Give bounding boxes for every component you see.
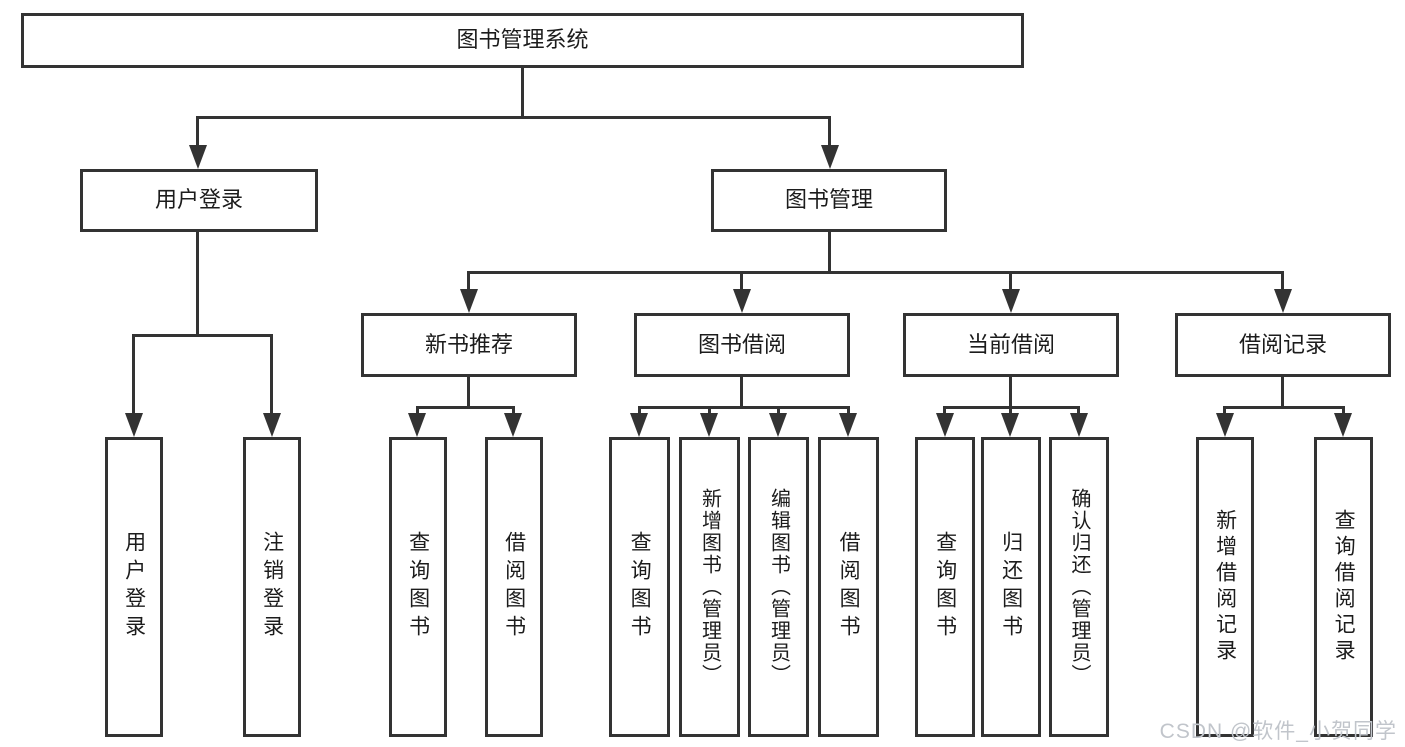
connector-line — [1077, 406, 1080, 417]
connector-line — [196, 232, 199, 335]
connector-line — [467, 271, 1284, 274]
connector-line — [1342, 406, 1345, 417]
arrow-down-icon — [839, 413, 857, 437]
arrow-down-icon — [504, 413, 522, 437]
connector-line — [467, 377, 470, 407]
node-label: 查询图书 — [933, 531, 957, 643]
connector-line — [521, 68, 524, 117]
connector-line — [416, 406, 514, 409]
connector-line — [1281, 271, 1284, 291]
arrow-down-icon — [1216, 413, 1234, 437]
arrow-down-icon — [733, 289, 751, 313]
node-label: 用户登录 — [122, 531, 146, 643]
arrow-down-icon — [125, 413, 143, 437]
node-add-borrow-record: 新增借阅记录 — [1196, 437, 1254, 737]
node-label: 查询图书 — [406, 531, 430, 643]
node-new-book-recommend: 新书推荐 — [361, 313, 577, 377]
node-user-login-leaf: 用户登录 — [105, 437, 163, 737]
connector-line — [132, 334, 273, 337]
connector-line — [1009, 406, 1012, 417]
node-borrowing-records: 借阅记录 — [1175, 313, 1391, 377]
connector-line — [196, 116, 199, 147]
node-label: 查询借阅记录 — [1332, 509, 1356, 665]
arrow-down-icon — [769, 413, 787, 437]
arrow-down-icon — [1070, 413, 1088, 437]
connector-line — [943, 406, 946, 417]
node-book-management: 图书管理 — [711, 169, 947, 232]
arrow-down-icon — [630, 413, 648, 437]
csdn-watermark: CSDN @软件_小贺同学 — [1159, 720, 1397, 743]
connector-line — [777, 406, 780, 417]
node-logout-leaf: 注销登录 — [243, 437, 301, 737]
connector-line — [132, 334, 135, 415]
node-borrow-books-recommend: 借阅图书 — [485, 437, 543, 737]
connector-line — [828, 232, 831, 272]
connector-line — [638, 406, 850, 409]
node-query-borrow-record: 查询借阅记录 — [1314, 437, 1373, 737]
node-book-borrowing: 图书借阅 — [634, 313, 850, 377]
node-return-books: 归还图书 — [981, 437, 1041, 737]
arrow-down-icon — [821, 145, 839, 169]
connector-line — [828, 116, 831, 147]
node-add-books-admin: 新增图书（管理员） — [679, 437, 740, 737]
node-label: 确认归还（管理员） — [1068, 488, 1090, 686]
node-label: 新增借阅记录 — [1213, 509, 1237, 665]
connector-line — [1281, 377, 1284, 407]
arrow-down-icon — [460, 289, 478, 313]
node-confirm-return-admin: 确认归还（管理员） — [1049, 437, 1109, 737]
connector-line — [467, 271, 470, 291]
node-query-books-recommend: 查询图书 — [389, 437, 447, 737]
connector-line — [1009, 377, 1012, 407]
node-current-borrowing: 当前借阅 — [903, 313, 1119, 377]
arrow-down-icon — [936, 413, 954, 437]
connector-line — [270, 334, 273, 415]
node-label: 归还图书 — [999, 531, 1023, 643]
connector-line — [1009, 271, 1012, 291]
arrow-down-icon — [1002, 289, 1020, 313]
connector-line — [638, 406, 641, 417]
arrow-down-icon — [263, 413, 281, 437]
node-query-books-borrowing: 查询图书 — [609, 437, 670, 737]
node-borrow-books-borrowing: 借阅图书 — [818, 437, 879, 737]
arrow-down-icon — [189, 145, 207, 169]
arrow-down-icon — [700, 413, 718, 437]
node-label: 借阅图书 — [502, 531, 526, 643]
node-query-books-current: 查询图书 — [915, 437, 975, 737]
connector-line — [512, 406, 515, 417]
node-label: 查询图书 — [628, 531, 652, 643]
arrow-down-icon — [1274, 289, 1292, 313]
connector-line — [847, 406, 850, 417]
node-user-login: 用户登录 — [80, 169, 318, 232]
connector-line — [196, 116, 831, 119]
arrow-down-icon — [1334, 413, 1352, 437]
arrow-down-icon — [408, 413, 426, 437]
node-label: 借阅图书 — [837, 531, 861, 643]
node-label: 编辑图书（管理员） — [767, 488, 790, 686]
node-label: 注销登录 — [260, 531, 284, 643]
connector-line — [416, 406, 419, 417]
node-label: 新增图书（管理员） — [698, 488, 721, 686]
connector-line — [740, 271, 743, 291]
connector-line — [1223, 406, 1226, 417]
node-library-management-system: 图书管理系统 — [21, 13, 1024, 68]
arrow-down-icon — [1001, 413, 1019, 437]
connector-line — [1223, 406, 1345, 409]
connector-line — [708, 406, 711, 417]
node-edit-books-admin: 编辑图书（管理员） — [748, 437, 809, 737]
connector-line — [740, 377, 743, 407]
